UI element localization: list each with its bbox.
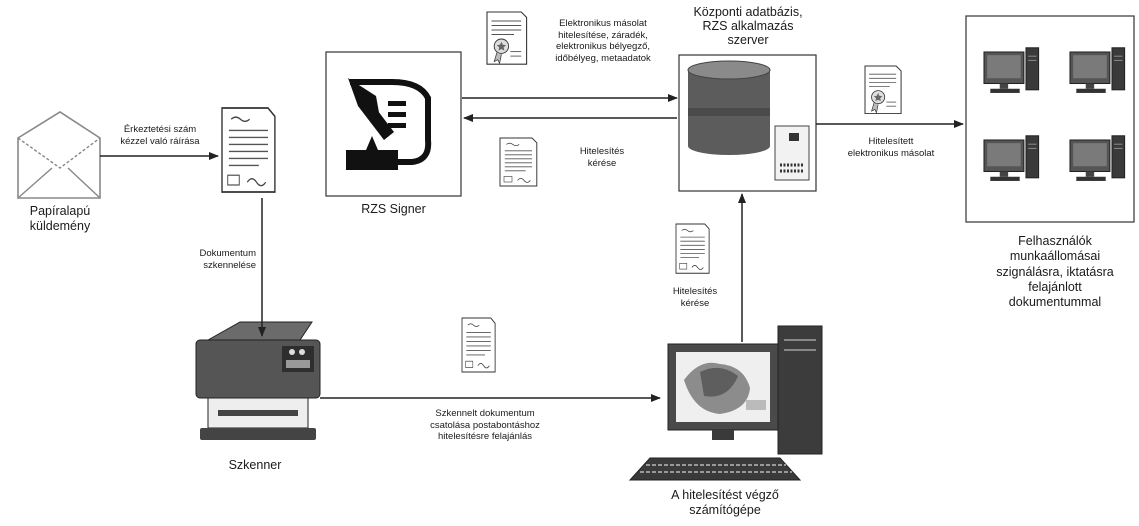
label-line: szerver bbox=[727, 32, 769, 47]
paper-mail-label: Papíralapú küldemény bbox=[0, 204, 120, 235]
label-line: Szkennelt dokumentum bbox=[435, 408, 535, 419]
label-line: Központi adatbázis, bbox=[693, 5, 803, 19]
label-line: számítógépe bbox=[689, 503, 761, 518]
receipt-number-label: Érkeztetési szám kézzel való ráírása bbox=[104, 124, 216, 147]
auth-request-pc-label: Hitelesítés kérése bbox=[660, 286, 730, 309]
label-line: Elektronikus másolat bbox=[559, 18, 647, 29]
label-line: Hitelesítés bbox=[579, 146, 625, 157]
scanner-icon bbox=[195, 321, 321, 440]
auth-request-signer-label: Hitelesítés kérése bbox=[562, 146, 642, 169]
flow-arrows bbox=[100, 94, 964, 402]
label-line: Érkeztetési szám bbox=[123, 124, 197, 135]
label-line: csatolása postabontáshoz bbox=[430, 419, 540, 431]
central-db-box bbox=[678, 54, 817, 192]
scanner-label: Szkenner bbox=[200, 458, 310, 473]
attach-scan-label: Szkennelt dokumentum csatolása postabont… bbox=[400, 408, 570, 443]
label-line: elektronikus bélyegző, bbox=[556, 41, 650, 53]
database-icon bbox=[687, 60, 771, 155]
label-line: Felhasználók bbox=[1018, 234, 1092, 248]
label-line: Szkenner bbox=[228, 458, 282, 472]
label-line: időbélyeg, metaadatok bbox=[555, 52, 651, 64]
users-label: Felhasználók munkaállomásai szignálásra,… bbox=[980, 234, 1130, 310]
signer-output-label: Elektronikus másolat hitelesítése, zárad… bbox=[532, 18, 674, 64]
label-line: szkennelése bbox=[203, 259, 256, 271]
authenticated-copy-label: Hitelesített elektronikus másolat bbox=[828, 136, 954, 159]
scanned-document-icon bbox=[461, 317, 496, 373]
auth-computer-icon bbox=[628, 325, 823, 481]
authenticated-copy-icon bbox=[864, 65, 902, 115]
request-document-icon bbox=[499, 137, 538, 187]
label-line: szignálásra, iktatásra bbox=[996, 264, 1114, 279]
label-line: kézzel való ráírása bbox=[120, 135, 200, 147]
scan-document-label: Dokumentum szkennelése bbox=[180, 248, 257, 271]
label-line: küldemény bbox=[29, 219, 91, 234]
label-line: hitelesítésre felajánlás bbox=[438, 431, 532, 443]
label-line: A hitelesítést végző bbox=[671, 488, 779, 502]
certified-document-icon bbox=[486, 11, 528, 65]
label-line: Dokumentum bbox=[199, 248, 257, 259]
label-line: dokumentummal bbox=[1008, 295, 1102, 309]
auth-pc-label: A hitelesítést végző számítógépe bbox=[640, 488, 810, 519]
label-line: munkaállomásai bbox=[1009, 249, 1101, 264]
label-line: RZS Signer bbox=[361, 202, 426, 216]
workstations-box bbox=[965, 15, 1135, 223]
label-line: RZS alkalmazás bbox=[702, 18, 794, 33]
rzs-signer-box bbox=[325, 51, 462, 197]
label-line: felajánlott bbox=[1028, 279, 1082, 294]
envelope-icon bbox=[17, 111, 101, 199]
label-line: kérése bbox=[587, 157, 617, 169]
rzs-signer-label: RZS Signer bbox=[326, 202, 461, 217]
server-icon bbox=[774, 125, 810, 181]
central-db-label: Központi adatbázis, RZS alkalmazás szerv… bbox=[668, 5, 828, 47]
label-line: Papíralapú bbox=[29, 204, 91, 218]
label-line: kérése bbox=[680, 297, 710, 309]
label-line: hitelesítése, záradék, bbox=[558, 29, 648, 41]
label-line: elektronikus másolat bbox=[847, 147, 935, 159]
label-line: Hitelesített bbox=[868, 136, 914, 147]
registered-document-icon bbox=[221, 107, 276, 193]
request-document-icon bbox=[675, 223, 710, 274]
label-line: Hitelesítés bbox=[672, 286, 718, 297]
signer-pen-icon bbox=[346, 78, 432, 170]
